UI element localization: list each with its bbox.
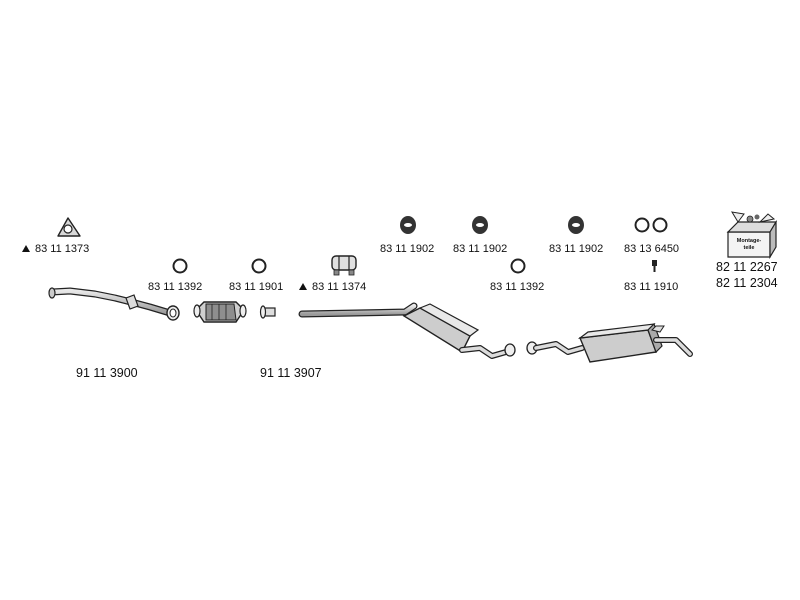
part-label-rings-pair: 83 13 6450 — [624, 243, 680, 255]
mounting-kit-icon: Montage- teile — [726, 211, 778, 260]
part-label-gasket-flange: 83 11 1373 — [22, 243, 89, 256]
seal-ring-icon — [634, 217, 650, 233]
part-label-kit-1: 82 11 2267 — [716, 260, 778, 274]
rubber-hanger-icon — [400, 216, 416, 234]
part-number: 83 11 1373 — [35, 243, 90, 255]
part-label-ring-left: 83 11 1392 — [148, 281, 203, 293]
part-label-hanger-3: 83 11 1902 — [549, 243, 604, 255]
part-number: 83 11 1374 — [312, 281, 367, 293]
pipe-clamp-icon — [331, 255, 357, 276]
seal-ring-icon — [510, 258, 526, 274]
svg-text:teile: teile — [743, 245, 754, 251]
seal-ring-icon — [251, 258, 267, 274]
bolt-icon — [652, 260, 657, 272]
seal-ring-icon — [652, 217, 668, 233]
front-pipe-icon — [48, 287, 180, 321]
part-label-hanger-2: 83 11 1902 — [453, 243, 508, 255]
catalytic-converter-icon — [193, 301, 247, 323]
triangle-marker-icon — [22, 245, 30, 252]
seal-ring-icon — [172, 258, 188, 274]
middle-silencer-icon — [298, 302, 516, 359]
part-label-cat-converter: 91 11 3907 — [260, 366, 322, 380]
rubber-hanger-icon — [568, 216, 584, 234]
rubber-hanger-icon — [472, 216, 488, 234]
part-label-hanger-1: 83 11 1902 — [380, 243, 435, 255]
part-label-kit-2: 82 11 2304 — [716, 276, 778, 290]
svg-text:Montage-: Montage- — [737, 238, 762, 244]
connector-pipe-icon — [259, 305, 276, 319]
part-label-ring-cat: 83 11 1901 — [229, 281, 284, 293]
rear-silencer-icon — [526, 322, 693, 363]
part-label-front-pipe: 91 11 3900 — [76, 366, 138, 380]
part-label-clamp: 83 11 1374 — [299, 281, 366, 294]
part-label-ring-center: 83 11 1392 — [490, 281, 545, 293]
triangle-marker-icon — [299, 283, 307, 290]
flange-gasket-icon — [57, 217, 81, 237]
part-label-bolt: 83 11 1910 — [624, 281, 679, 293]
